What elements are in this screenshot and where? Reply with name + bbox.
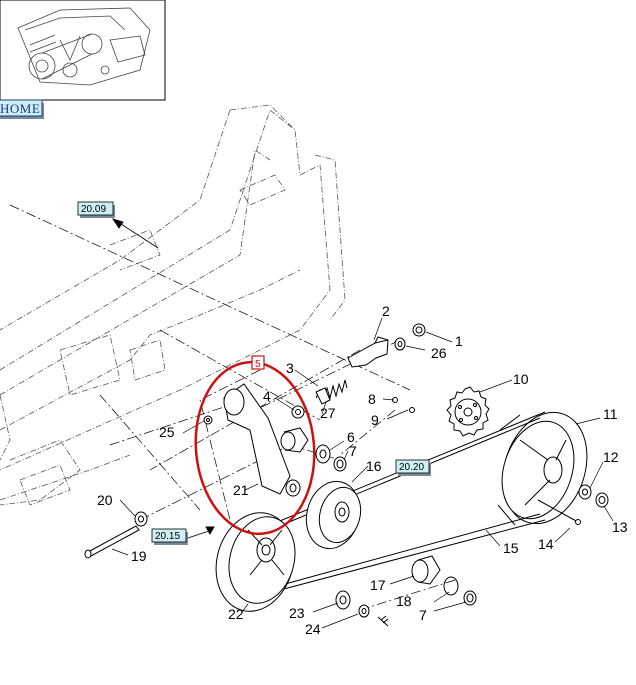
part-7-snap-ring [333, 456, 347, 472]
part-13-nut [595, 492, 609, 508]
callout-6: 6 [347, 429, 355, 445]
part-5-tension-arm [223, 383, 309, 497]
part-23-bushing [335, 590, 351, 610]
home-button[interactable]: HOME [0, 99, 44, 119]
callout-labels: 1 2 3 4 5 6 7 7 8 9 10 11 12 13 14 15 16… [97, 303, 628, 637]
part-18-ring [443, 576, 459, 596]
callout-20: 20 [97, 492, 113, 508]
part-12-bushing [578, 484, 592, 500]
highlight-ellipse [194, 355, 316, 536]
callout-25: 25 [159, 424, 175, 440]
callout-11: 11 [603, 406, 618, 422]
part-17-bushing [411, 555, 441, 585]
part-25-washer [203, 415, 213, 425]
callout-7b: 7 [419, 607, 427, 623]
part-11-large-pulley [497, 411, 588, 526]
part-1-nut [412, 323, 426, 337]
part-20-washer [134, 511, 148, 527]
callout-18: 18 [396, 593, 412, 609]
part-2-bracket [347, 336, 389, 368]
part-19-bolt [84, 525, 140, 559]
reference-arrows [111, 218, 215, 539]
callout-9: 9 [371, 412, 379, 428]
callout-leaders [111, 317, 614, 629]
callout-7a: 7 [349, 443, 357, 459]
overview-thumbnail[interactable] [0, 0, 166, 101]
callout-27: 27 [320, 405, 336, 421]
callout-15: 15 [503, 540, 519, 556]
callout-26: 26 [431, 345, 447, 361]
callout-8: 8 [368, 391, 376, 407]
ref-label-20-09: 20.09 [81, 204, 106, 215]
callout-24: 24 [305, 621, 321, 637]
part-24-nut [358, 604, 370, 618]
callout-1: 1 [455, 333, 463, 349]
part-10-sprocket [446, 386, 490, 437]
ref-box-20-20[interactable]: 20.20 [395, 459, 431, 476]
ref-box-20-15[interactable]: 20.15 [151, 528, 188, 545]
home-label: HOME [0, 101, 40, 116]
callout-13: 13 [612, 519, 628, 535]
part-7b-snap-ring [463, 590, 477, 606]
part-16-idler-pulley [305, 480, 362, 550]
callout-3: 3 [286, 360, 294, 376]
callout-10: 10 [513, 371, 529, 387]
ref-label-20-15: 20.15 [155, 531, 180, 542]
parts [84, 323, 609, 627]
callout-17: 17 [370, 577, 386, 593]
part-24-screw [377, 615, 389, 627]
callout-14: 14 [538, 536, 554, 552]
part-27-bolt [315, 387, 331, 405]
callout-16: 16 [366, 458, 382, 474]
callout-19: 19 [131, 548, 147, 564]
callout-22: 22 [228, 606, 244, 622]
part-22-drive-pulley [215, 512, 296, 612]
combine-frame [0, 104, 346, 506]
part-26-washer [394, 337, 406, 351]
ref-box-20-09[interactable]: 20.09 [77, 201, 115, 218]
callout-23: 23 [289, 605, 305, 621]
part-14-bolt [537, 499, 581, 525]
callout-4: 4 [263, 388, 271, 404]
callout-21: 21 [233, 482, 249, 498]
callout-5: 5 [255, 359, 261, 370]
part-6-spacer [315, 444, 331, 464]
callout-2: 2 [382, 303, 390, 319]
part-4-washer [291, 405, 305, 419]
part-9-pin [409, 407, 415, 413]
ref-label-20-20: 20.20 [399, 462, 424, 473]
callout-12: 12 [603, 449, 619, 465]
